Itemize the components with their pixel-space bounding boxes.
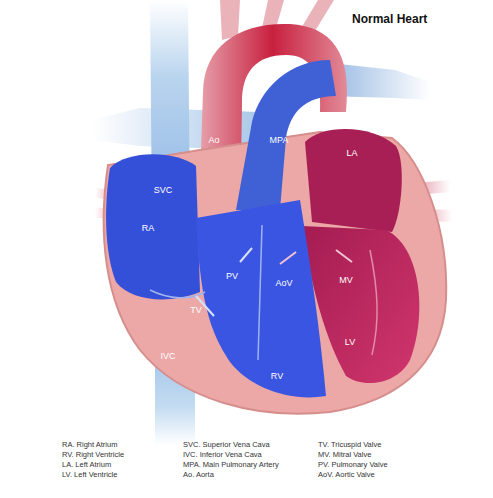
anatomy-label: RA [142, 223, 155, 233]
abbreviation-key: PV. Pulmonary Valve [318, 460, 388, 469]
anatomy-label: AoV [275, 278, 292, 288]
abbreviation-key: MV. Mitral Valve [318, 450, 371, 459]
anatomy-label: Ao [208, 135, 219, 145]
abbreviation-key: TV. Tricuspid Valve [318, 440, 381, 449]
abbreviation-key: SVC. Superior Vena Cava [183, 440, 270, 449]
abbreviation-key: AoV. Aortic Valve [318, 470, 375, 479]
anatomy-label: RV [271, 371, 283, 381]
anatomy-label: MV [339, 275, 353, 285]
anatomy-label: MPA [270, 135, 289, 145]
anatomy-label: IVC [160, 351, 175, 361]
anatomy-label: SVC [154, 185, 173, 195]
anatomy-label: LA [346, 148, 357, 158]
anatomy-label: LV [345, 337, 355, 347]
abbreviation-key: IVC. Inferior Vena Cava [183, 450, 262, 459]
abbreviation-key: RV. Right Ventricle [62, 450, 124, 459]
anatomy-label: TV [190, 305, 202, 315]
abbreviation-key: LV. Left Ventricle [62, 470, 117, 479]
abbreviation-key: RA. Right Atrium [62, 440, 117, 449]
abbreviation-key: LA. Left Atrium [62, 460, 111, 469]
anatomy-label: PV [226, 271, 238, 281]
abbreviation-key: MPA. Main Pulmonary Artery [183, 460, 279, 469]
diagram-title: Normal Heart [352, 12, 427, 26]
abbreviation-key: Ao. Aorta [183, 470, 214, 479]
